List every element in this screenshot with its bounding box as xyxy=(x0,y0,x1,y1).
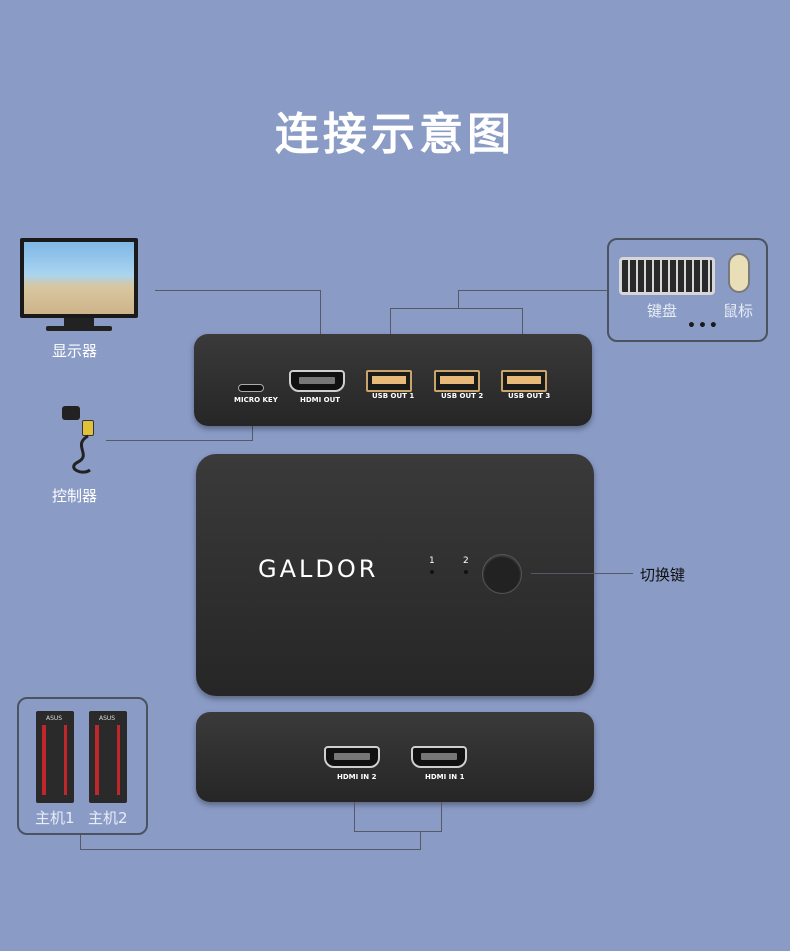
usb-out-3-port xyxy=(501,370,547,392)
switch-button[interactable] xyxy=(482,554,522,594)
host-2-image: ASUS xyxy=(89,711,127,803)
input-panel: HDMI IN 2 HDMI IN 1 xyxy=(196,712,594,802)
led-1 xyxy=(430,570,434,574)
peripherals-box: 键盘 鼠标 ••• xyxy=(607,238,768,342)
led-1-label: 1 xyxy=(429,556,435,566)
hdmi-in-1-label: HDMI IN 1 xyxy=(425,773,465,781)
usb-out-1-label: USB OUT 1 xyxy=(372,392,415,400)
micro-key-label: MICRO KEY xyxy=(234,396,278,404)
usb-out-2-label: USB OUT 2 xyxy=(441,392,484,400)
monitor-image xyxy=(20,238,138,331)
back-panel: MICRO KEY HDMI OUT USB OUT 1 USB OUT 2 U… xyxy=(194,334,592,426)
switch-key-label: 切换键 xyxy=(640,566,686,584)
hdmi-in-2-label: HDMI IN 2 xyxy=(337,773,377,781)
usb-out-3-label: USB OUT 3 xyxy=(508,392,551,400)
hdmi-out-port xyxy=(289,370,345,392)
brand-logo: GALDOR xyxy=(258,555,379,583)
hdmi-in-2-port xyxy=(324,746,380,768)
more-dots: ••• xyxy=(687,318,720,334)
keyboard-image xyxy=(619,257,715,295)
usb-out-1-port xyxy=(366,370,412,392)
host-1-label: 主机1 xyxy=(35,809,75,827)
mouse-image xyxy=(728,253,750,293)
front-panel: GALDOR 1 2 xyxy=(196,454,594,696)
controller-image xyxy=(52,400,112,480)
led-2 xyxy=(464,570,468,574)
micro-key-port xyxy=(238,384,264,392)
led-2-label: 2 xyxy=(463,556,469,566)
host-1-image: ASUS xyxy=(36,711,74,803)
monitor-label: 显示器 xyxy=(52,342,98,360)
usb-out-2-port xyxy=(434,370,480,392)
mouse-label: 鼠标 xyxy=(723,302,754,320)
hdmi-in-1-port xyxy=(411,746,467,768)
keyboard-label: 键盘 xyxy=(647,302,678,320)
hosts-box: ASUS ASUS 主机1 主机2 xyxy=(17,697,148,835)
hdmi-out-label: HDMI OUT xyxy=(300,396,341,404)
host-2-label: 主机2 xyxy=(88,809,128,827)
page-title: 连接示意图 xyxy=(275,109,515,160)
controller-label: 控制器 xyxy=(52,487,98,505)
